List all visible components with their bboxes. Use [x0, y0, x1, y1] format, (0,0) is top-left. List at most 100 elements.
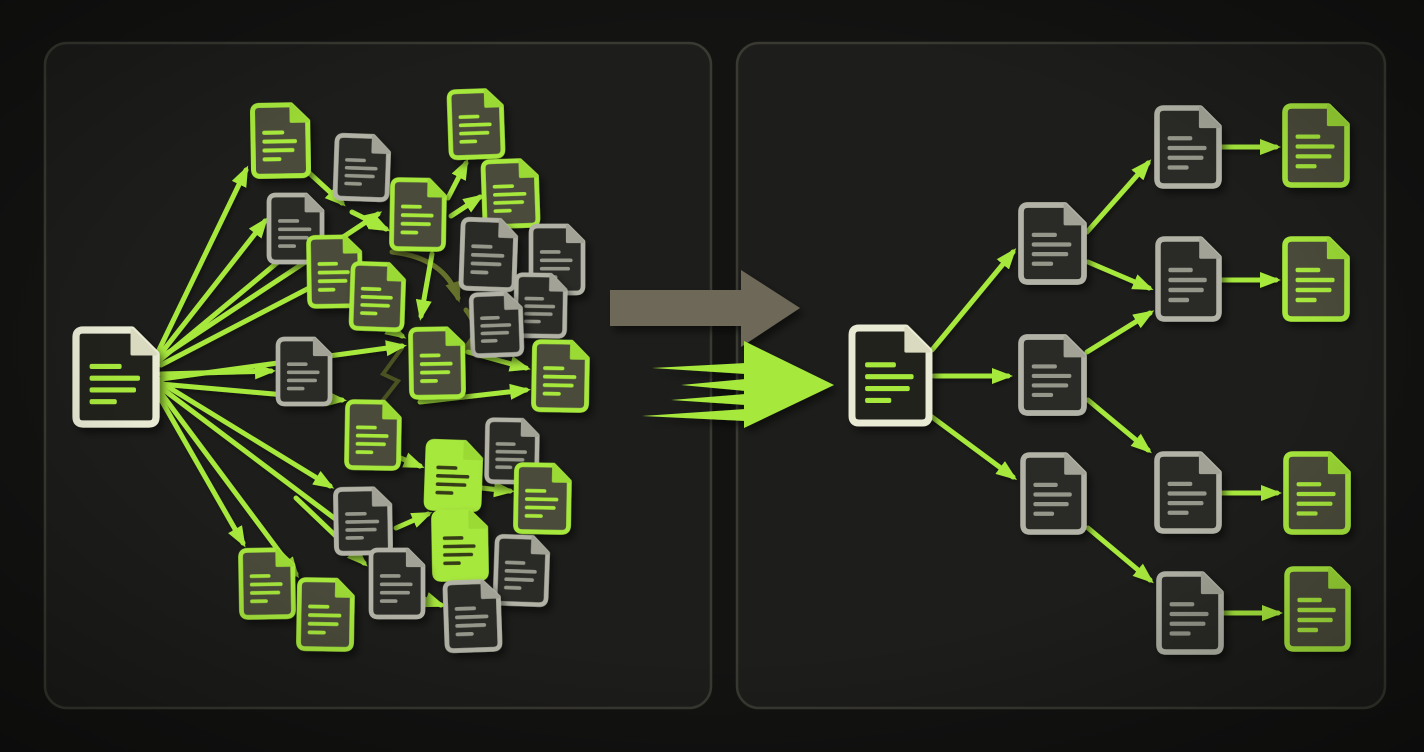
document-text-line: [865, 374, 914, 380]
document-icon-gray: [275, 336, 333, 407]
document-text-line: [249, 582, 283, 587]
document-icon-gray: [468, 291, 525, 358]
document-text-line: [400, 230, 419, 235]
document-text-line: [1031, 251, 1069, 257]
document-text-line: [278, 219, 300, 223]
document-text-line: [443, 552, 474, 557]
document-text-line: [1295, 287, 1332, 293]
document-text-line: [400, 213, 434, 218]
document-text-line: [355, 433, 389, 438]
document-text-line: [525, 488, 547, 493]
document-text-line: [1296, 491, 1336, 497]
document-text-line: [1295, 154, 1332, 159]
document-text-line: [317, 261, 338, 266]
document-text-line: [1167, 165, 1189, 170]
document-text-line: [1295, 164, 1317, 169]
document-text-line: [308, 604, 330, 609]
document-text-line: [1297, 617, 1333, 623]
document-text-line: [471, 244, 493, 249]
document-text-line: [307, 630, 326, 635]
document-text-line: [400, 221, 431, 227]
document-text-line: [89, 375, 140, 381]
document-text-line: [345, 158, 366, 163]
document-text-line: [1169, 611, 1209, 617]
tree-node-leaf-1-icon: [1282, 103, 1350, 188]
tree-node-sub-2-icon: [1155, 236, 1222, 322]
document-text-line: [1295, 297, 1317, 303]
document-text-line: [360, 311, 378, 316]
tree-node-sub-4-icon: [1156, 571, 1224, 655]
document-text-line: [458, 114, 480, 119]
document-text-line: [379, 582, 413, 587]
document-text-line: [344, 181, 362, 186]
document-text-line: [865, 385, 910, 392]
tree-node-leaf-3-icon: [1283, 451, 1351, 535]
document-text-line: [493, 208, 512, 213]
document-text-line: [1169, 631, 1191, 636]
document-text-line: [360, 286, 382, 292]
document-text-line: [1033, 482, 1058, 487]
document-text-line: [420, 370, 451, 375]
document-text-line: [1295, 134, 1321, 139]
document-text-line: [278, 244, 297, 248]
document-icon-green: [296, 577, 355, 652]
document-text-line: [436, 465, 458, 470]
document-text-line: [495, 449, 527, 454]
document-text-line: [524, 311, 553, 316]
document-text-line: [1033, 501, 1069, 507]
document-text-line: [262, 139, 298, 144]
document-text-line: [1031, 261, 1054, 266]
document-text-line: [355, 441, 386, 447]
document-text-line: [539, 258, 573, 263]
document-text-line: [1296, 511, 1318, 516]
document-text-line: [419, 353, 441, 358]
document-text-line: [524, 513, 543, 518]
document-text-line: [317, 278, 348, 284]
document-text-line: [1031, 232, 1057, 237]
document-text-line: [1167, 510, 1189, 515]
document-icon-green: [446, 88, 506, 160]
document-text-line: [1295, 277, 1335, 283]
document-text-line: [539, 250, 561, 254]
document-text-line: [345, 519, 380, 524]
document-text-line: [1031, 364, 1057, 369]
document-text-line: [443, 561, 461, 566]
document-text-line: [442, 536, 464, 541]
document-icon-gray: [492, 534, 550, 607]
document-text-line: [278, 235, 309, 240]
document-text-line: [1167, 491, 1207, 496]
document-text-line: [1033, 492, 1072, 497]
document-text-line: [470, 270, 489, 275]
document-text-line: [524, 319, 541, 324]
document-icon-gray: [442, 579, 503, 654]
document-text-line: [286, 386, 305, 391]
tree-node-leaf-2-icon: [1282, 236, 1350, 322]
document-text-line: [542, 391, 561, 396]
document-text-line: [317, 287, 336, 292]
document-text-line: [1296, 501, 1333, 506]
document-text-line: [442, 544, 476, 549]
document-text-line: [459, 139, 478, 144]
document-text-line: [1169, 621, 1206, 626]
document-text-line: [1297, 597, 1322, 603]
document-text-line: [262, 157, 282, 162]
document-text-line: [1167, 155, 1204, 160]
document-text-line: [1297, 607, 1336, 613]
source-document-icon: [72, 326, 160, 428]
document-icon-gray: [368, 547, 426, 620]
document-text-line: [542, 383, 574, 388]
tree-node-sub-1-icon: [1154, 105, 1222, 189]
document-icon-green: [513, 462, 572, 535]
document-icon-green: [531, 339, 590, 413]
document-text-line: [1295, 144, 1335, 149]
document-text-line: [1168, 277, 1207, 283]
document-text-line: [1167, 145, 1207, 151]
document-text-line: [250, 590, 281, 595]
document-text-line: [317, 270, 350, 275]
document-text-line: [504, 560, 526, 565]
document-text-line: [250, 599, 268, 604]
document-text-line: [495, 457, 525, 462]
document-icon-fill: [431, 509, 489, 582]
tree-root-document-icon: [848, 324, 933, 427]
document-text-line: [345, 536, 364, 540]
